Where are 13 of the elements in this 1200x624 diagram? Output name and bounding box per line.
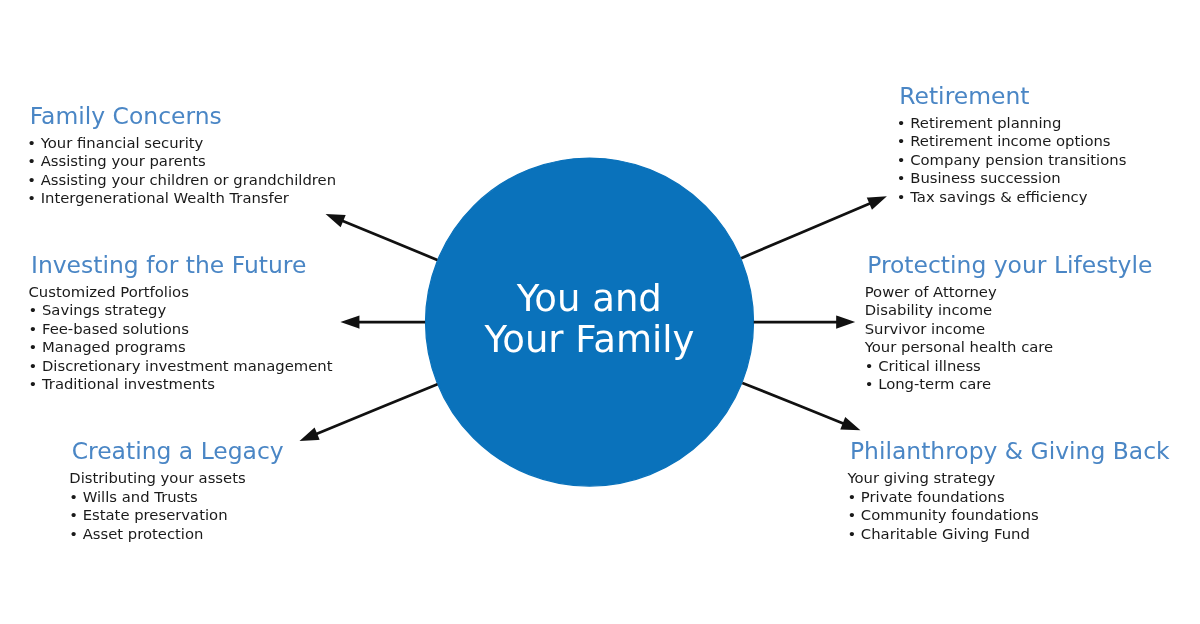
arrow xyxy=(325,213,438,261)
node-text: Retirement • Retirement planning • Retirement income options • Company pension transitions • Business succession • Tax savings & efficiency xyxy=(896,81,1127,205)
arrow xyxy=(741,381,861,430)
node-text: Family Concerns • Your financial security • Assisting your parents • Assisting your children or grandchildren • Intergenerational Wealth Transfer xyxy=(27,101,337,206)
node-text: Creating a Legacy Distributing your assets • Wills and Trusts • Estate preservation • Asset protection xyxy=(69,436,284,542)
node-text: Protecting your Lifestyle Power of Attorney Disability income Survivor income Your personal health care • Critical illness • Long-term care xyxy=(864,250,1153,392)
arrow xyxy=(753,314,856,329)
arrow xyxy=(299,382,438,441)
node-text: Philanthropy & Giving Back Your giving strategy • Private foundations • Community foundations • Charitable Giving Fund xyxy=(847,436,1170,542)
node-text: Investing for the Future Customized Portfolios • Savings strategy • Fee-based solutions • Managed programs • Discretionary investment management • Traditional investments xyxy=(28,250,333,392)
arrow xyxy=(740,195,887,259)
node-circle: You and Your Family xyxy=(424,156,755,487)
arrow xyxy=(340,314,426,329)
